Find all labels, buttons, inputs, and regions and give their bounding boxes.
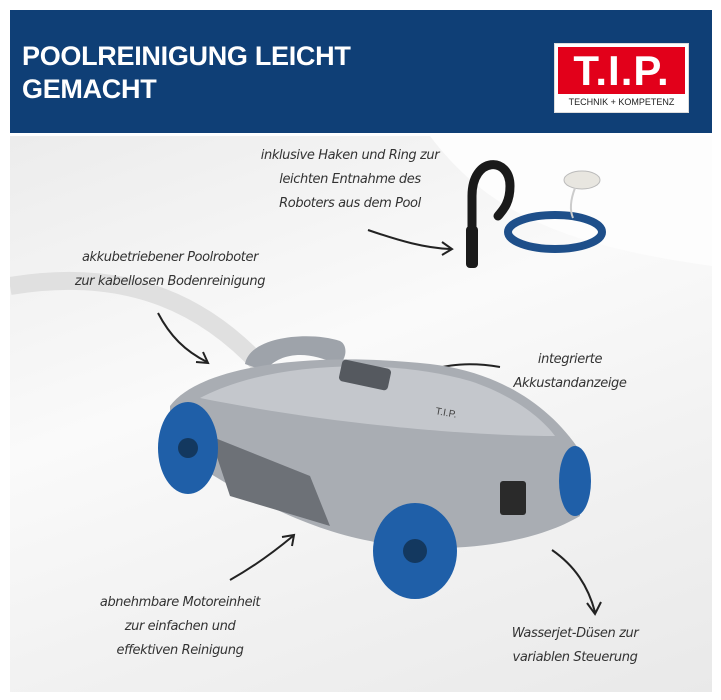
arrow-icon	[157, 229, 602, 616]
title-line-2: GEMACHT	[22, 74, 157, 104]
annotation-line: zur kabellosen Bodenreinigung	[74, 274, 266, 289]
annotation-motor: abnehmbare Motoreinheit zur einfachen un…	[80, 591, 280, 663]
hook-icon	[466, 160, 515, 268]
ring-icon	[504, 170, 606, 253]
annotation-line: abnehmbare Motoreinheit	[99, 595, 261, 610]
annotation-line: inklusive Haken und Ring zur	[260, 148, 440, 163]
annotation-hook-ring: inklusive Haken und Ring zur leichten En…	[225, 144, 475, 216]
annotation-jets: Wasserjet-Düsen zur variablen Steuerung	[490, 622, 660, 670]
pool-robot-image: T.I.P.	[170, 336, 580, 548]
robot-label: T.I.P.	[434, 406, 457, 421]
logo-tagline: TECHNIK + KOMPETENZ	[568, 97, 675, 107]
annotation-battery: akkubetriebener Poolroboter zur kabellos…	[50, 246, 290, 294]
background-swoosh	[10, 271, 277, 382]
annotation-line: leichten Entnahme des	[279, 172, 421, 187]
annotation-line: integrierte	[537, 352, 603, 367]
product-illustration: T.I.P.	[10, 136, 712, 616]
logo-mark: T.I.P.	[558, 47, 685, 94]
tip-logo: T.I.P. TECHNIK + KOMPETENZ	[554, 43, 689, 113]
annotation-line: Akkustandanzeige	[513, 376, 627, 391]
header-banner: POOLREINIGUNG LEICHT GEMACHT T.I.P. TECH…	[10, 10, 712, 133]
annotation-line: effektiven Reinigung	[116, 643, 244, 658]
annotation-line: akkubetriebener Poolroboter	[81, 250, 259, 265]
annotation-line: Roboters aus dem Pool	[279, 196, 421, 211]
page-title: POOLREINIGUNG LEICHT GEMACHT	[22, 40, 351, 106]
annotation-line: zur einfachen und	[124, 619, 236, 634]
product-scene: T.I.P. inklusive Haken und Ring zur leic…	[10, 136, 712, 692]
annotation-line: Wasserjet-Düsen zur	[511, 626, 639, 641]
annotation-display: integrierte Akkustandanzeige	[495, 348, 645, 396]
title-line-1: POOLREINIGUNG LEICHT	[22, 41, 351, 71]
annotation-line: variablen Steuerung	[512, 650, 638, 665]
